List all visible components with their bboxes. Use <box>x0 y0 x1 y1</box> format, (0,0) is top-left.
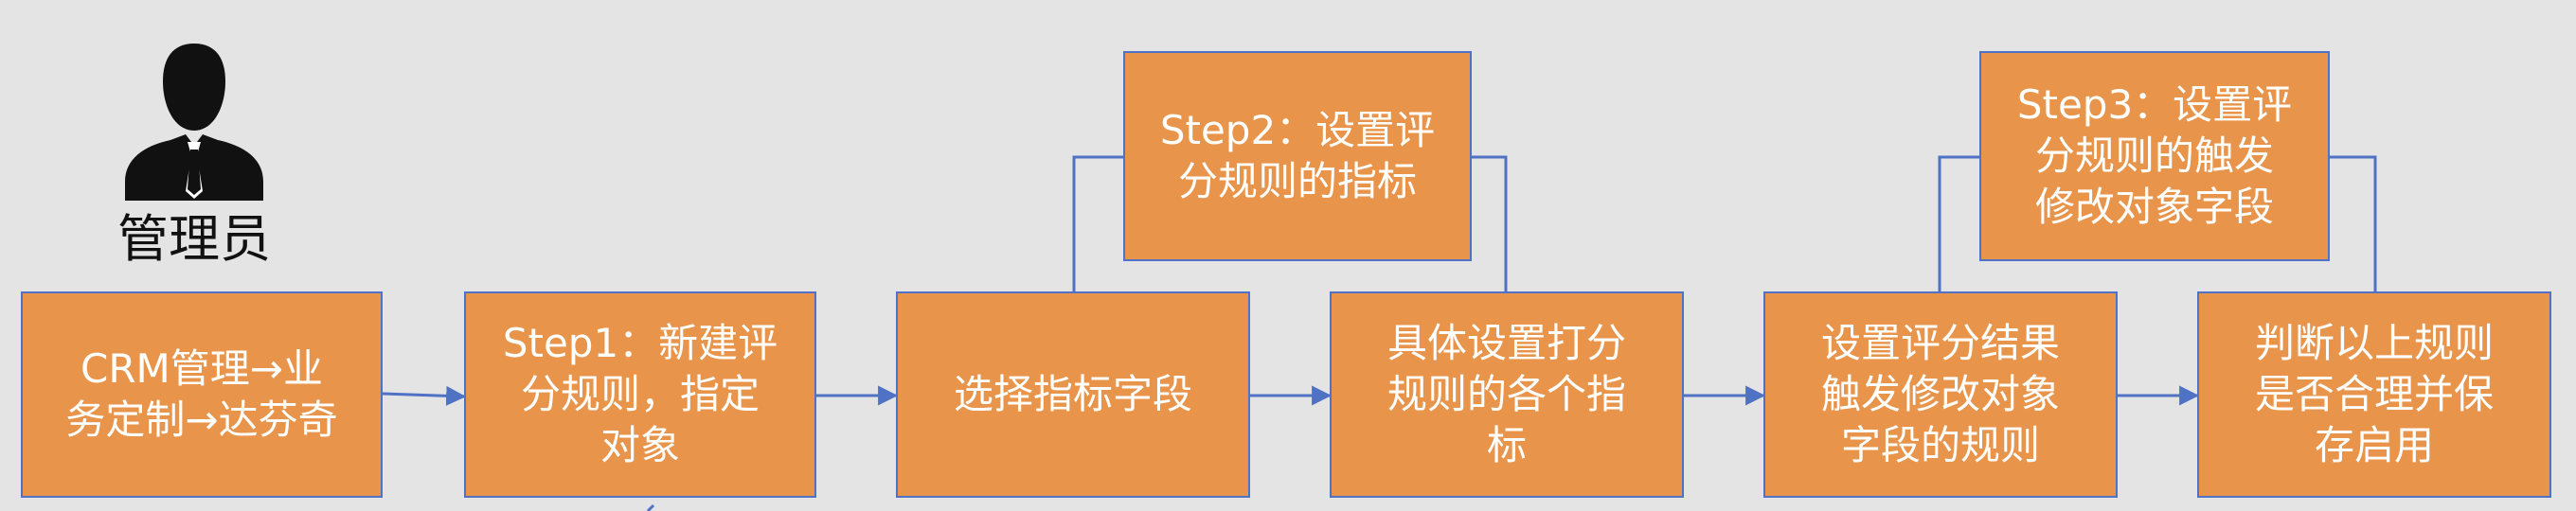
bracket-step2-right <box>1472 155 1508 291</box>
actor-label: 管理员 <box>117 209 271 269</box>
box-step1-text: Step1：新建评 分规则，指定 对象 <box>502 320 778 468</box>
callout-step2-text: Step2：设置评 分规则的指标 <box>1159 107 1436 204</box>
arrow-partial-bottom <box>646 503 655 511</box>
box-select-field-text: 选择指标字段 <box>953 371 1192 418</box>
box-set-scoring-text: 具体设置打分 规则的各个指 标 <box>1386 320 1626 468</box>
callout-step3-text: Step3：设置评 分规则的触发 修改对象字段 <box>2016 81 2293 230</box>
callout-step2: Step2：设置评 分规则的指标 <box>1123 51 1472 261</box>
bracket-step3-right <box>2330 155 2377 291</box>
arrow-crm-to-step1 <box>382 385 467 406</box>
box-crm-path-text: CRM管理→业 务定制→达芬奇 <box>65 345 338 443</box>
box-set-trigger-text: 设置评分结果 触发修改对象 字段的规则 <box>1820 320 2060 468</box>
bracket-step3 <box>1938 155 1979 291</box>
person-silhouette-icon <box>125 44 263 201</box>
box-validate-save-text: 判断以上规则 是否合理并保 存启用 <box>2254 320 2494 468</box>
box-step1: Step1：新建评 分规则，指定 对象 <box>464 291 816 498</box>
box-validate-save: 判断以上规则 是否合理并保 存启用 <box>2197 291 2551 498</box>
callout-step3: Step3：设置评 分规则的触发 修改对象字段 <box>1979 51 2330 261</box>
box-set-scoring: 具体设置打分 规则的各个指 标 <box>1330 291 1684 498</box>
box-select-field: 选择指标字段 <box>896 291 1250 498</box>
bracket-step2 <box>1072 155 1123 291</box>
box-set-trigger: 设置评分结果 触发修改对象 字段的规则 <box>1763 291 2118 498</box>
box-crm-path: CRM管理→业 务定制→达芬奇 <box>21 291 383 498</box>
